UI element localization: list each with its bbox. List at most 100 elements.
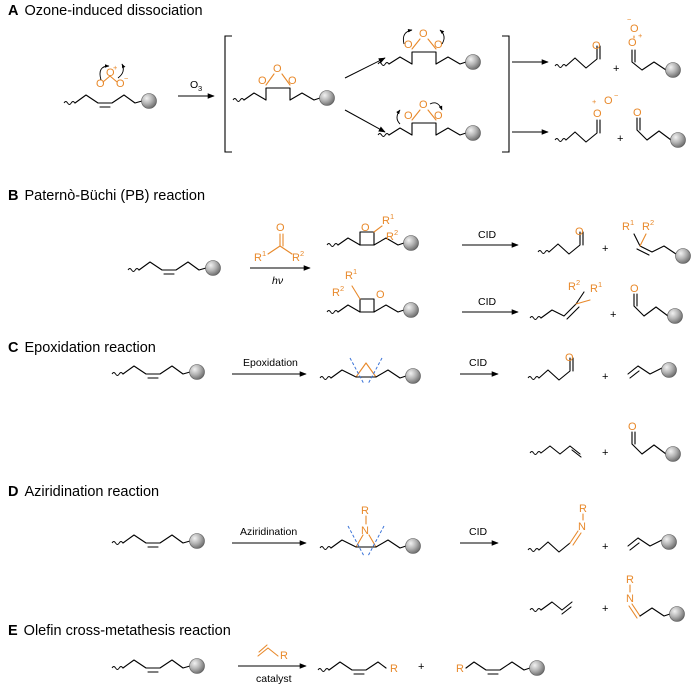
svg-text:O: O	[593, 108, 602, 120]
svg-text:R2: R2	[386, 228, 398, 243]
products-b-bottom: R2 R1 + O	[529, 278, 683, 324]
svg-text:O: O	[273, 63, 282, 75]
svg-text:N: N	[626, 593, 634, 605]
epoxide	[319, 357, 421, 385]
aziridine: N R	[319, 505, 421, 557]
oxetane-bottom: O R1 R2	[326, 267, 419, 318]
pb-reagent: O R1 R2	[254, 222, 304, 264]
svg-text:O: O	[628, 421, 637, 433]
svg-text:R1: R1	[345, 267, 357, 282]
svg-text:R: R	[626, 574, 634, 586]
svg-text:+: +	[602, 243, 608, 255]
svg-text:−: −	[614, 91, 619, 100]
products-c-row2: + O	[529, 421, 681, 462]
svg-text:R2: R2	[332, 284, 344, 299]
svg-text:O: O	[592, 40, 601, 52]
products-e-left: R	[317, 661, 398, 675]
olefin-c	[112, 365, 205, 380]
svg-text:R1: R1	[622, 218, 634, 233]
svg-text:R2: R2	[642, 218, 654, 233]
svg-text:O: O	[604, 95, 613, 107]
products-a-bottom: O O + − + O	[554, 91, 686, 148]
svg-text:R2: R2	[292, 249, 304, 264]
svg-text:O: O	[106, 67, 115, 79]
olefin-e	[112, 659, 205, 674]
primary-ozonide: O O O	[232, 63, 335, 106]
products-b-top: O + R1 R2	[537, 218, 691, 264]
svg-text:O: O	[404, 39, 413, 51]
svg-text:CID: CID	[478, 229, 497, 241]
svg-text:+: +	[602, 371, 608, 383]
svg-text:O: O	[361, 222, 370, 234]
svg-text:R: R	[579, 503, 587, 515]
products-c-row1: O +	[527, 352, 677, 383]
svg-text:R1: R1	[254, 249, 266, 264]
products-a-top: O + O O + −	[554, 15, 681, 78]
svg-text:O: O	[630, 283, 639, 295]
svg-text:+: +	[638, 31, 643, 40]
svg-text:O: O	[633, 107, 642, 119]
products-d-row2: + R N	[529, 574, 685, 622]
olefin-b	[128, 261, 221, 276]
svg-text:CID: CID	[469, 526, 488, 538]
svg-text:Aziridination: Aziridination	[240, 526, 297, 538]
svg-text:O: O	[628, 37, 637, 49]
svg-text:CID: CID	[469, 357, 488, 369]
ozone-reactant: O O O + −	[64, 63, 157, 109]
metathesis-reagent: R	[257, 644, 288, 662]
svg-text:O: O	[116, 78, 125, 90]
svg-text:O: O	[276, 222, 285, 234]
svg-text:3: 3	[198, 84, 202, 93]
svg-text:O: O	[96, 78, 105, 90]
svg-text:+: +	[610, 309, 616, 321]
svg-text:N: N	[578, 521, 586, 533]
svg-text:+: +	[602, 541, 608, 553]
ozone-arrow: O 3	[178, 79, 215, 99]
svg-text:−: −	[124, 74, 129, 83]
svg-text:CID: CID	[478, 296, 497, 308]
svg-text:O: O	[404, 110, 413, 122]
svg-text:O: O	[434, 110, 443, 122]
svg-text:R: R	[390, 663, 398, 675]
oxetane-top: O R1 R2	[326, 212, 419, 251]
svg-text:R: R	[280, 650, 288, 662]
ozonide-cleavage-top: O O O	[377, 28, 481, 70]
svg-text:O: O	[630, 23, 639, 35]
svg-text:R1: R1	[590, 280, 602, 295]
svg-text:O: O	[376, 289, 385, 301]
svg-text:O: O	[419, 28, 428, 40]
bracket-left	[224, 35, 232, 153]
svg-text:R2: R2	[568, 278, 580, 293]
svg-text:O: O	[575, 226, 584, 238]
svg-text:Epoxidation: Epoxidation	[243, 357, 298, 369]
svg-text:O: O	[258, 75, 267, 87]
products-e-right: R	[456, 660, 545, 676]
svg-text:+: +	[602, 447, 608, 459]
svg-text:R: R	[456, 663, 464, 675]
svg-text:+: +	[617, 133, 623, 145]
svg-text:+: +	[602, 603, 608, 615]
svg-text:R: R	[361, 505, 369, 517]
svg-text:+: +	[418, 661, 424, 673]
svg-text:O: O	[288, 75, 297, 87]
svg-text:N: N	[361, 525, 369, 537]
svg-text:O: O	[190, 79, 198, 91]
svg-text:+: +	[113, 63, 118, 72]
ozonide-cleavage-bottom: O O O	[377, 99, 481, 141]
svg-text:−: −	[627, 15, 632, 24]
svg-text:catalyst: catalyst	[256, 673, 292, 685]
svg-text:O: O	[434, 39, 443, 51]
svg-text:hν: hν	[272, 275, 284, 287]
bracket-right	[502, 35, 510, 153]
